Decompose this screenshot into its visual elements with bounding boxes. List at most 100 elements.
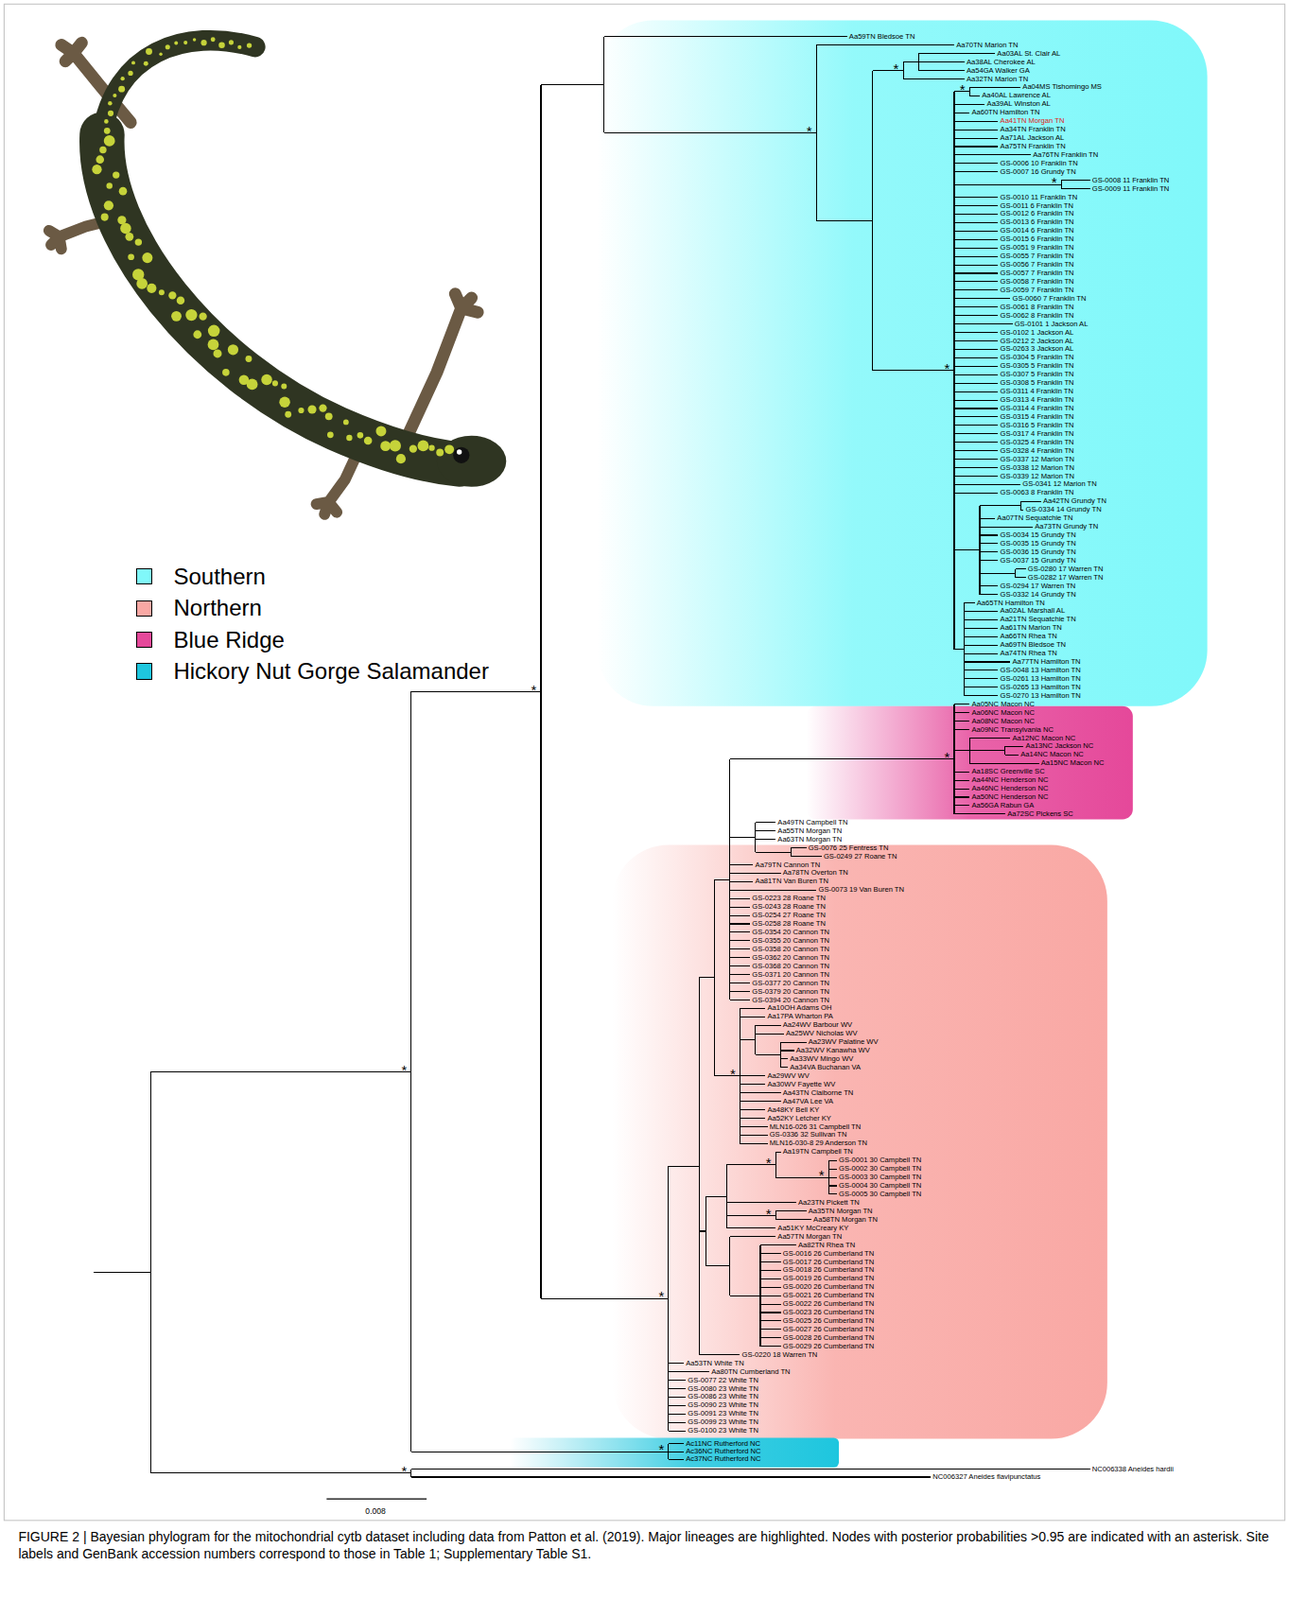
tip-label: Aa23WV Palatine WV — [808, 1038, 879, 1046]
figure-frame — [3, 3, 1285, 1521]
lineage-band — [612, 844, 1108, 1439]
tree-branch — [954, 458, 998, 460]
tree-branch — [954, 104, 985, 105]
tip-label: GS-0051 9 Franklin TN — [1000, 243, 1075, 252]
tip-label: GS-0263 3 Jackson AL — [1000, 346, 1075, 354]
tip-label: GS-0021 26 Cumberland TN — [783, 1291, 875, 1300]
salamander-blotch — [222, 368, 230, 377]
tree-branch — [706, 1265, 731, 1267]
salamander-blotch — [146, 283, 157, 294]
tip-label: Aa23TN Pickett TN — [798, 1199, 860, 1207]
tree-branch — [1005, 754, 1019, 756]
tree-branch — [760, 1337, 782, 1339]
tree-branch — [730, 982, 751, 984]
tip-label: GS-0001 30 Campbell TN — [838, 1156, 922, 1165]
tip-label: Aa65TN Hamilton TN — [976, 599, 1046, 608]
tree-branch — [781, 1058, 789, 1060]
tree-branch — [781, 1049, 795, 1051]
tip-label: GS-0099 23 White TN — [687, 1418, 759, 1427]
tree-branch — [760, 1287, 782, 1289]
tree-branch — [739, 1039, 755, 1041]
tip-label: Aa19TN Campbell TN — [783, 1149, 854, 1157]
salamander-blotch — [104, 135, 116, 147]
tree-branch — [1015, 568, 1027, 570]
tree-branch — [739, 1126, 767, 1128]
tree-branch — [964, 619, 999, 621]
tip-label: GS-0317 4 Franklin TN — [1000, 430, 1075, 438]
salamander-blotch — [124, 232, 134, 242]
tip-label: MLN16-030-8 29 Anderson TN — [769, 1140, 868, 1149]
tip-label: Aa40AL Lawrence AL — [981, 92, 1051, 101]
tree-branch — [739, 1083, 766, 1085]
tree-branch — [1061, 179, 1090, 181]
tree-branch — [954, 780, 970, 782]
tip-label: NC006338 Aneides hardii — [1092, 1465, 1174, 1474]
tree-branch — [739, 1109, 766, 1111]
tip-label: Aa77TN Hamilton TN — [1012, 658, 1081, 666]
tip-label: GS-0023 26 Cumberland TN — [783, 1308, 875, 1317]
tree-branch — [730, 931, 751, 933]
tree-branch — [714, 1075, 740, 1077]
tip-label: Aa82TN Rhea TN — [798, 1241, 855, 1250]
tree-branch — [979, 573, 1016, 575]
salamander-blotch — [200, 39, 207, 46]
tip-label: NC006327 Aneides flavipunctatus — [932, 1473, 1041, 1481]
tip-label: Aa34TN Franklin TN — [1000, 125, 1066, 134]
tree-branch — [760, 1244, 797, 1246]
tip-label: Aa48KY Bell KY — [767, 1106, 820, 1115]
salamander-blotch — [418, 439, 430, 452]
tree-branch — [739, 1143, 767, 1145]
tip-label: GS-0063 8 Franklin TN — [1000, 489, 1075, 498]
tree-branch — [1020, 509, 1024, 511]
tip-label: Aa04MS Tishomingo MS — [1022, 84, 1102, 92]
tree-branch — [760, 1304, 782, 1306]
tree-branch — [979, 551, 998, 553]
tree-branch — [668, 1405, 686, 1407]
tree-branch — [954, 230, 998, 232]
tip-label: Aa58TN Morgan TN — [813, 1216, 878, 1224]
tree-branch — [979, 585, 998, 587]
tree-branches — [93, 36, 1090, 1478]
tip-label: GS-0073 19 Van Buren TN — [818, 887, 904, 895]
tip-label: Aa76TN Franklin TN — [1032, 151, 1098, 159]
tree-branch — [954, 196, 998, 198]
tree-branch — [969, 87, 1021, 88]
support-asterisk: * — [766, 1206, 772, 1221]
tip-label: GS-0223 28 Roane TN — [751, 894, 826, 903]
tree-branch — [411, 1468, 1091, 1470]
tree-branch — [964, 636, 999, 638]
salamander-blotch — [176, 296, 186, 305]
tip-label: GS-0086 23 White TN — [687, 1393, 759, 1402]
salamander-blotch — [112, 93, 117, 98]
tip-label: GS-0057 7 Franklin TN — [1000, 269, 1075, 278]
tree-branch — [739, 1008, 766, 1010]
salamander-blotch — [198, 313, 207, 321]
tip-label: Aa42TN Grundy TN — [1043, 498, 1107, 506]
tree-branch — [979, 518, 995, 520]
tip-label: GS-0008 11 Franklin TN — [1092, 176, 1170, 185]
tree-branch — [816, 44, 955, 46]
salamander-blotch — [119, 187, 128, 196]
tree-branch — [730, 836, 756, 838]
tree-branch — [954, 374, 998, 376]
salamander-blotch — [165, 44, 171, 50]
support-asterisk: * — [400, 1463, 407, 1479]
tree-branch — [964, 627, 999, 629]
tree-branch — [755, 1054, 782, 1056]
salamander-blotch — [121, 76, 125, 81]
tree-branch — [730, 991, 751, 993]
tip-label: GS-0332 14 Grundy TN — [1000, 591, 1077, 599]
tree-branch — [730, 864, 754, 866]
tip-label: Aa07TN Sequatchie TN — [996, 514, 1073, 523]
tree-branch — [730, 999, 751, 1001]
tip-label: GS-0355 20 Cannon TN — [751, 937, 830, 945]
salamander-front-leg — [406, 294, 479, 439]
tip-label: Aa61TN Marion TN — [1000, 625, 1063, 633]
tree-branch — [954, 400, 998, 401]
tip-label: Aa73TN Grundy TN — [1034, 522, 1098, 531]
tip-label: GS-0017 26 Cumberland TN — [783, 1258, 875, 1267]
tip-label: Aa56GA Rabun GA — [971, 801, 1034, 810]
support-asterisk: * — [893, 61, 900, 76]
tip-label: GS-0102 1 Jackson AL — [1000, 329, 1075, 337]
legend-label: Northern — [173, 596, 262, 620]
